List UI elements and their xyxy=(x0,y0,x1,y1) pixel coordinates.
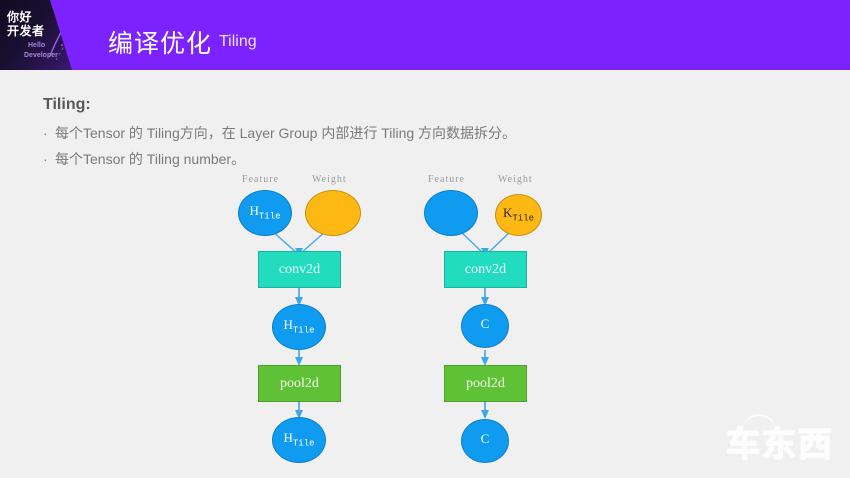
right-mid-label: C xyxy=(480,316,490,332)
right-pool2d-label: pool2d xyxy=(466,375,505,391)
section-title: Tiling: xyxy=(43,96,91,113)
left-mid-node[interactable]: HTile xyxy=(272,304,326,350)
bullet-marker: · xyxy=(43,151,48,167)
right-weight-caption: Weight xyxy=(498,174,533,185)
logo-cn-line2: 开发者 xyxy=(7,24,45,38)
bullet-item-1: · 每个Tensor 的 Tiling方向，在 Layer Group 内部进行 … xyxy=(43,123,516,143)
watermark-arc-icon xyxy=(742,414,776,432)
logo-cn-line1: 你好 xyxy=(7,10,33,24)
page-title: 编译优化 xyxy=(108,30,213,58)
left-weight-caption: Weight xyxy=(312,174,347,185)
page-subtitle: Tiling xyxy=(219,33,257,50)
right-feature-node[interactable] xyxy=(424,190,478,236)
brand-logo: 你好 开发者 Hello Developer xyxy=(0,0,72,70)
bullet-text-2: 每个Tensor 的 Tiling number。 xyxy=(55,151,246,167)
right-pool2d-node[interactable]: pool2d xyxy=(444,365,527,402)
right-weight-node[interactable]: KTile xyxy=(495,194,542,236)
right-conv2d-label: conv2d xyxy=(464,261,507,277)
bullet-item-2: · 每个Tensor 的 Tiling number。 xyxy=(43,149,245,169)
right-conv2d-node[interactable]: conv2d xyxy=(444,251,527,288)
left-mid-label: HTile xyxy=(283,317,315,336)
left-conv2d-label: conv2d xyxy=(278,261,321,277)
left-conv2d-node[interactable]: conv2d xyxy=(258,251,341,288)
right-feature-caption: Feature xyxy=(428,174,465,185)
left-feature-node[interactable]: HTile xyxy=(238,190,292,236)
watermark: 车东西 xyxy=(725,425,834,465)
left-feature-label: HTile xyxy=(249,203,281,222)
left-pool2d-node[interactable]: pool2d xyxy=(258,365,341,402)
right-out-node[interactable]: C xyxy=(461,419,509,463)
right-mid-node[interactable]: C xyxy=(461,304,509,348)
left-pool2d-label: pool2d xyxy=(280,375,319,391)
right-out-label: C xyxy=(480,431,490,447)
logo-corner-wedge xyxy=(50,0,72,70)
left-out-node[interactable]: HTile xyxy=(272,417,326,463)
right-weight-label: KTile xyxy=(503,205,534,224)
logo-en-line2: Developer xyxy=(24,52,58,59)
left-weight-node[interactable] xyxy=(305,190,361,236)
bullet-text-1: 每个Tensor 的 Tiling方向，在 Layer Group 内部进行 T… xyxy=(55,125,517,141)
bullet-marker: · xyxy=(43,125,48,141)
left-feature-caption: Feature xyxy=(242,174,279,185)
left-out-label: HTile xyxy=(283,430,315,449)
logo-en-line1: Hello xyxy=(28,42,46,49)
header-bar xyxy=(0,0,850,70)
